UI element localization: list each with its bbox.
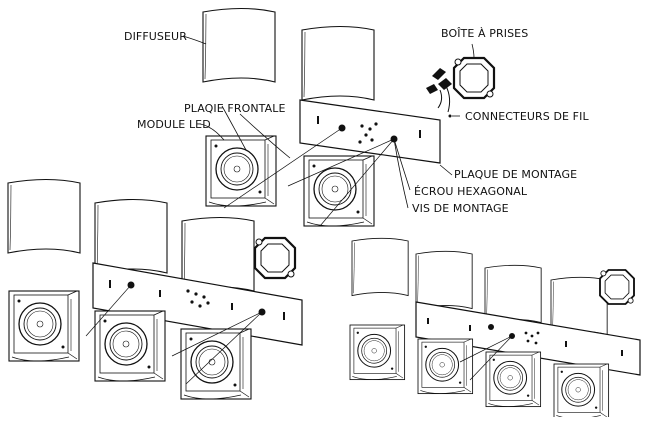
label-diffuser: DIFFUSEUR — [124, 30, 187, 43]
mounting-plate-br — [415, 301, 641, 376]
label-wire-connectors: CONNECTEURS DE FIL — [465, 110, 589, 123]
junction-box-top — [452, 56, 496, 100]
mounting-plate-top — [299, 99, 441, 164]
label-hex-nut: ÉCROU HEXAGONAL — [414, 185, 528, 198]
led-module-br-3 — [485, 351, 542, 408]
led-module-br-4 — [553, 363, 610, 420]
diffuser-bl-2 — [94, 198, 168, 274]
wire-connectors — [426, 68, 452, 118]
diffuser-bl-3 — [181, 216, 255, 292]
led-module-top-1 — [205, 135, 277, 207]
bottom-right-assembly — [349, 237, 641, 420]
bottom-left-assembly — [7, 178, 303, 400]
label-mounting-plate: PLAQUE DE MONTAGE — [454, 168, 578, 181]
diffuser-br-3 — [484, 264, 542, 324]
mounting-plate-bl — [92, 262, 303, 346]
junction-box-bl — [253, 236, 297, 280]
label-front-plate: PLAQIE FRONTALE — [184, 102, 286, 115]
led-module-br-1 — [349, 324, 406, 381]
diffuser-top-1 — [202, 7, 276, 83]
top-assembly — [202, 7, 496, 227]
diffuser-bl-1 — [7, 178, 81, 254]
led-module-top-2 — [303, 155, 375, 227]
led-module-br-2 — [417, 338, 474, 395]
label-mounting-screws: VIS DE MONTAGE — [412, 202, 509, 215]
diffuser-br-1 — [351, 237, 409, 297]
led-module-bl-2 — [94, 310, 166, 382]
diffuser-br-2 — [415, 250, 473, 310]
label-junction-box: BOÎTE À PRISES — [441, 27, 529, 40]
junction-box-br — [599, 269, 635, 305]
leader-lines — [182, 35, 475, 209]
led-module-bl-3 — [180, 328, 252, 400]
led-module-bl-1 — [8, 290, 80, 362]
diffuser-top-2 — [301, 25, 375, 101]
label-led-module: MODULE LED — [137, 118, 211, 131]
